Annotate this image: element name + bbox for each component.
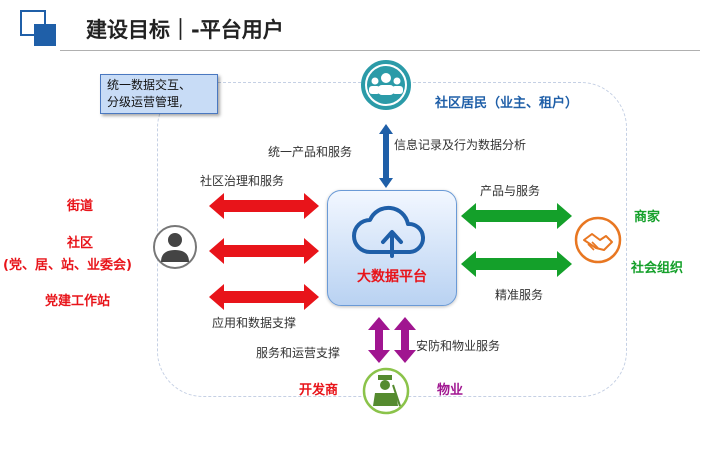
logo-square-outline [20,10,46,36]
ops-support-label: 服务和运营支撑 [256,346,341,360]
worker-icon [362,367,410,415]
note-line-2: 分级运营管理, [107,95,183,109]
security-property-label: 安防和物业服务 [416,339,501,353]
goal-note: 统一数据交互、 分级运营管理, [100,74,218,114]
precision-service-label: 精准服务 [495,288,544,302]
cloud-upload-icon [352,205,426,258]
entity-subdistrict: 街道 [67,199,94,214]
note-line-1: 统一数据交互、 [107,78,192,92]
entity-community-detail: (党、居、站、业委会) [3,258,132,273]
page-title: 建设目标｜-平台用户 [86,18,284,42]
residents-label: 社区居民（业主、租户） [435,96,579,111]
right-green-arrows [461,203,572,277]
merchant-label: 商家 [634,210,661,225]
platform-label: 大数据平台 [357,269,427,285]
title-divider [60,50,700,51]
people-group-icon [361,60,411,110]
person-icon [153,225,197,269]
app-data-support-label: 应用和数据支撑 [212,316,297,330]
entity-community: 社区 [67,236,94,251]
behavior-analysis-label: 信息记录及行为数据分析 [394,138,527,152]
handshake-icon [574,216,622,264]
developer-label: 开发商 [299,383,339,398]
left-red-arrows [209,193,319,310]
residents-platform-arrow [379,124,393,188]
social-org-label: 社会组织 [631,261,684,276]
entity-party-station: 党建工作站 [45,294,111,309]
products-services-label: 产品与服务 [480,184,541,198]
governance-service-label: 社区治理和服务 [200,174,285,188]
bottom-purple-arrows [368,317,416,363]
property-label: 物业 [437,383,464,398]
logo-square-filled [34,24,56,46]
unified-products-label: 统一产品和服务 [268,145,353,159]
